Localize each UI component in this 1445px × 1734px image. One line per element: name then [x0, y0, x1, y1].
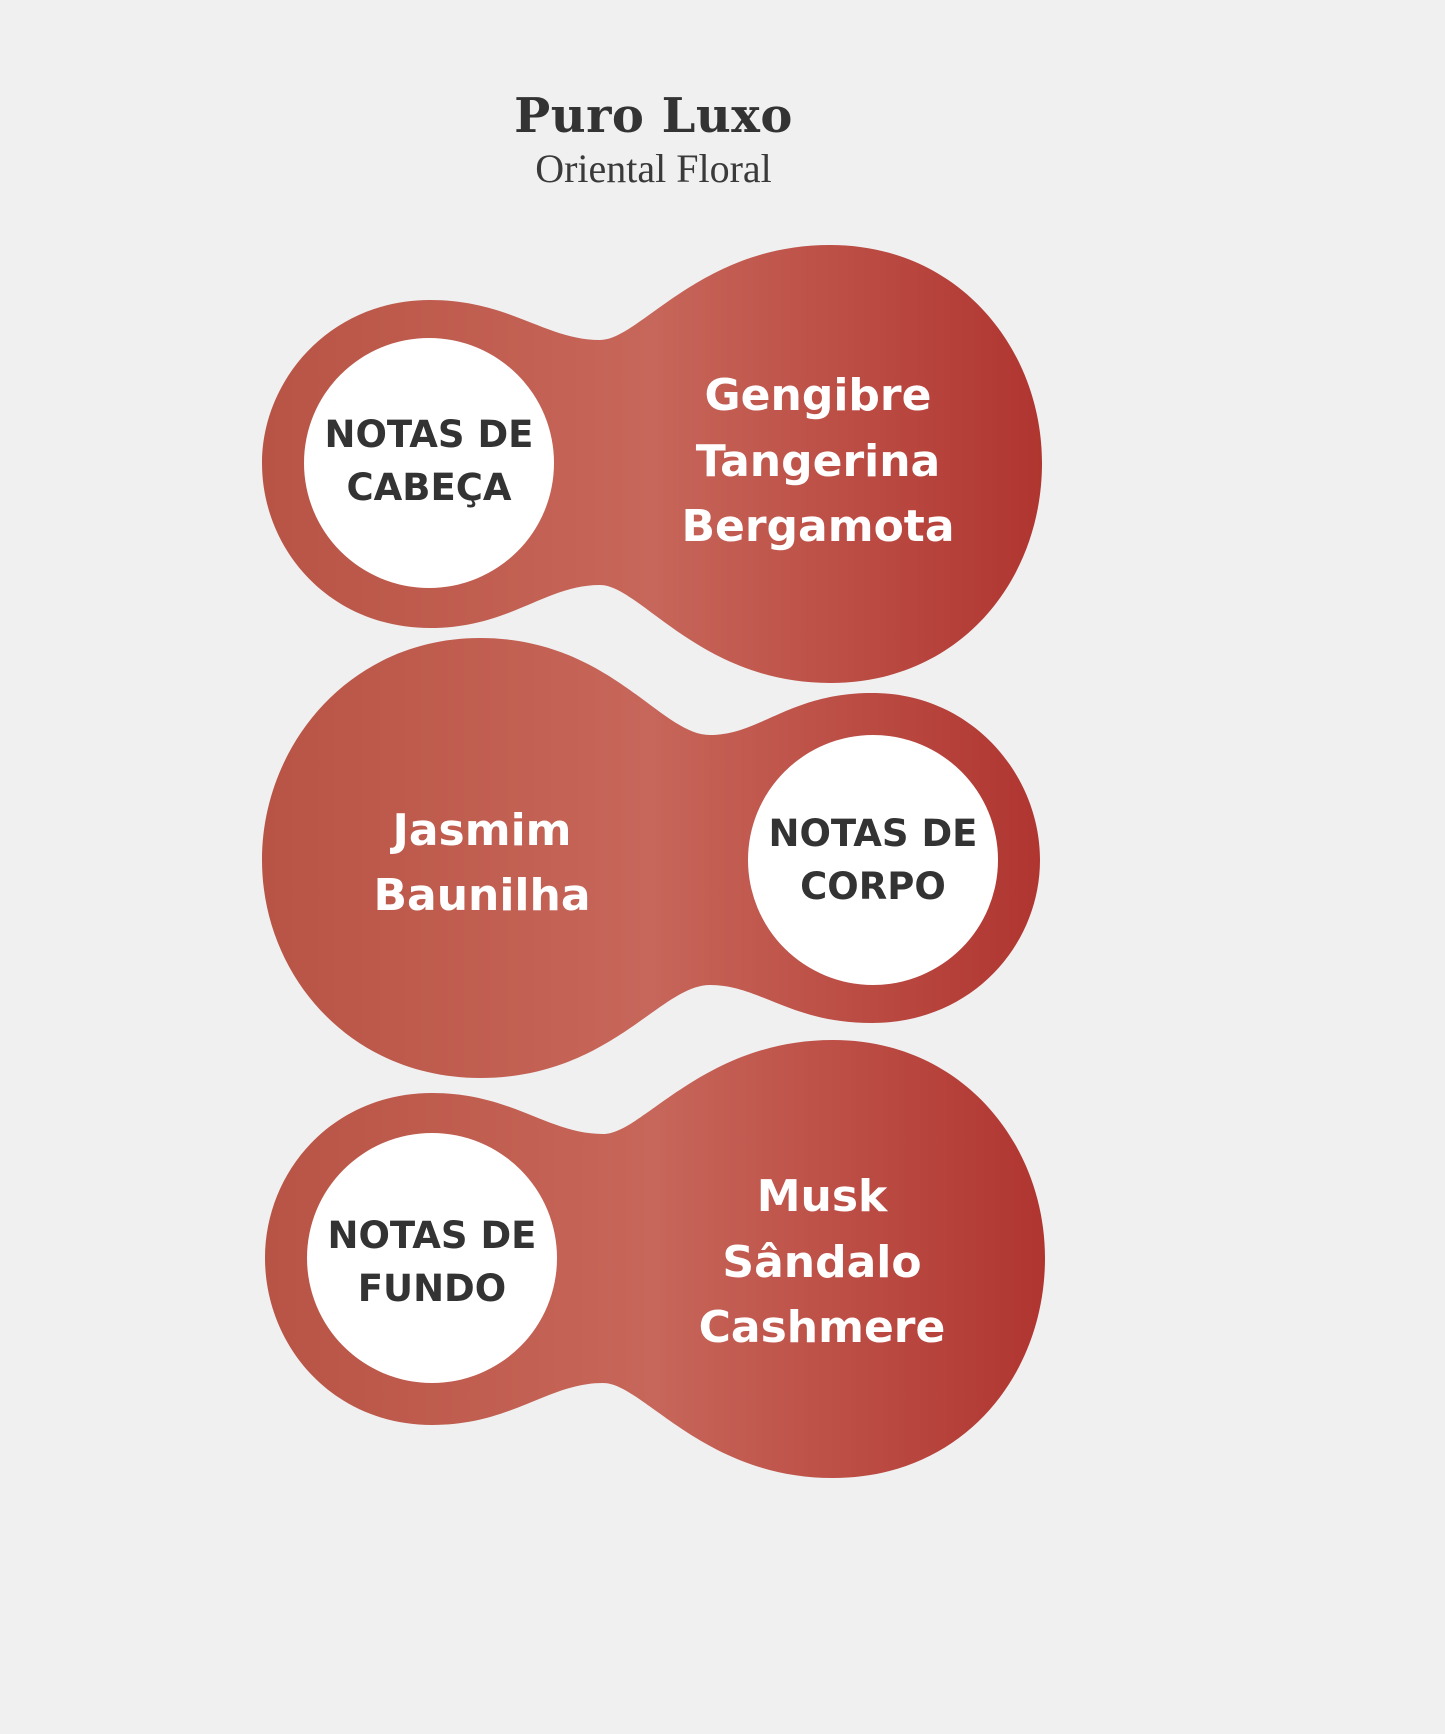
label-top-line1: NOTAS DE	[325, 413, 534, 456]
note-item: Tangerina	[696, 436, 941, 487]
label-middle-line1: NOTAS DE	[769, 812, 978, 855]
label-circle-middle	[748, 735, 998, 985]
section-heart-notes: NOTAS DE CORPO Jasmim Baunilha	[262, 638, 1040, 1078]
note-item: Jasmim	[389, 805, 571, 856]
label-bottom-line2: FUNDO	[358, 1267, 506, 1310]
page-title: Puro Luxo	[514, 88, 793, 144]
label-circle-top	[304, 338, 554, 588]
header: Puro Luxo Oriental Floral	[0, 0, 1307, 220]
note-item: Cashmere	[699, 1302, 946, 1353]
section-top-notes: NOTAS DE CABEÇA Gengibre Tangerina Berga…	[262, 245, 1042, 683]
page-subtitle: Oriental Floral	[535, 146, 772, 191]
label-circle-bottom	[307, 1133, 557, 1383]
note-item: Bergamota	[681, 501, 954, 552]
note-item: Sândalo	[722, 1237, 921, 1288]
note-item: Gengibre	[705, 370, 932, 421]
label-bottom-line1: NOTAS DE	[328, 1214, 537, 1257]
note-item: Baunilha	[373, 870, 590, 921]
label-middle-line2: CORPO	[800, 865, 946, 908]
note-item: Musk	[757, 1171, 889, 1222]
section-base-notes: NOTAS DE FUNDO Musk Sândalo Cashmere	[265, 1040, 1045, 1478]
label-top-line2: CABEÇA	[346, 466, 511, 509]
